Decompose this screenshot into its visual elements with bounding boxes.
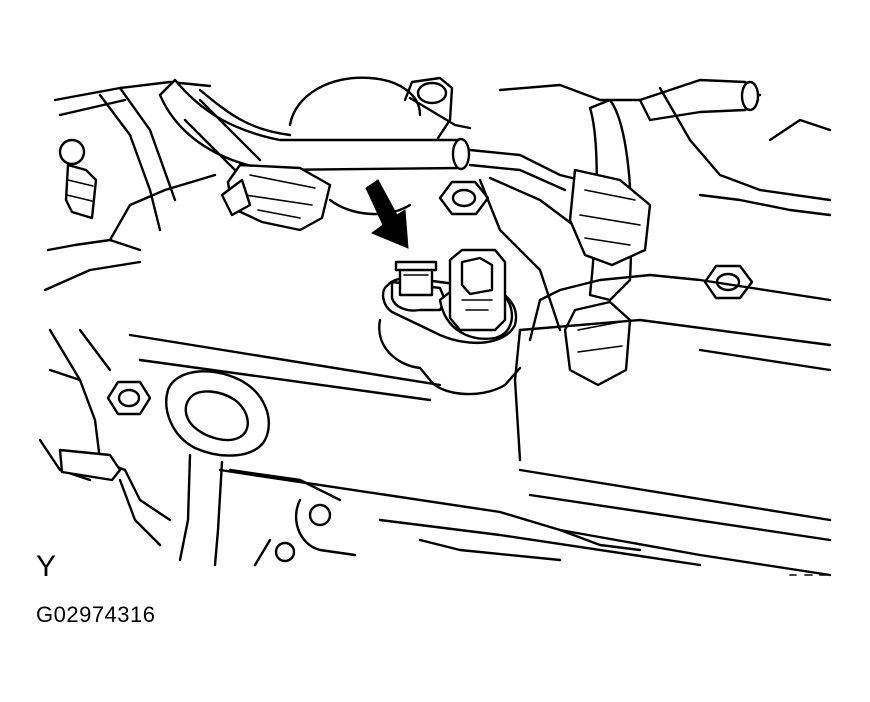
sensor-boss <box>378 318 522 396</box>
figure-code-label: G02974316 <box>36 602 156 627</box>
upper-left-structure <box>43 80 217 292</box>
location-arrow <box>365 179 409 249</box>
left-stud-bolt <box>58 138 98 220</box>
lower-center-bolts <box>253 498 357 567</box>
lower-left-structure <box>38 328 342 547</box>
lower-left-bolt <box>106 380 152 416</box>
camshaft-position-sensor <box>381 248 518 345</box>
head-cover <box>128 273 832 577</box>
oil-filler-ring <box>165 370 270 567</box>
lower-right-structure <box>418 528 642 562</box>
center-bolt <box>438 180 490 216</box>
hose-clamp-connector <box>220 163 332 232</box>
round-housing <box>288 76 472 216</box>
right-wiring-harness <box>563 98 652 387</box>
view-letter-label: Y <box>36 550 57 583</box>
